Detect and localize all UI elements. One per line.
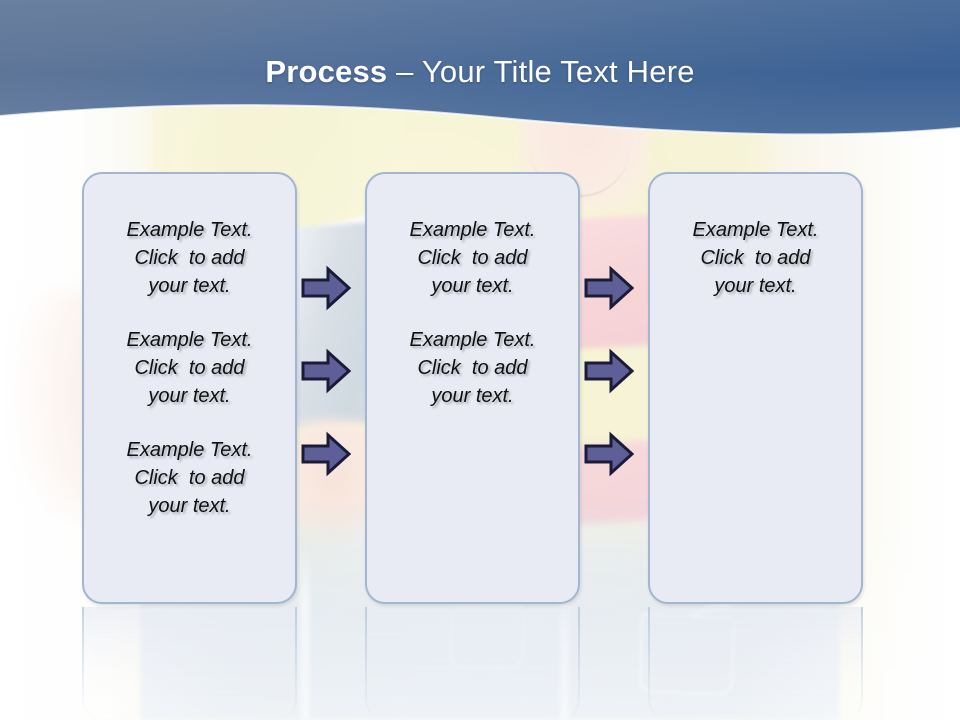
arrow-right-icon-2-2[interactable] (583, 348, 635, 394)
process-box-1[interactable]: Example Text. Click to add your text. Ex… (82, 172, 297, 604)
process-box-3-body: Example Text. Click to add your text. (650, 174, 861, 300)
process-box-3[interactable]: Example Text. Click to add your text. (648, 172, 863, 604)
process-box-1-body: Example Text. Click to add your text. Ex… (84, 174, 295, 520)
process-box-2[interactable]: Example Text. Click to add your text. Ex… (365, 172, 580, 604)
process-box-2-body: Example Text. Click to add your text. Ex… (367, 174, 578, 410)
page-title-rest: – Your Title Text Here (387, 54, 695, 89)
process-box-2-paragraph-1[interactable]: Example Text. Click to add your text. (409, 219, 536, 297)
title-banner (0, 0, 960, 150)
arrow-right-icon-1-1[interactable] (300, 265, 352, 311)
arrow-right-icon-2-1[interactable] (583, 265, 635, 311)
arrow-right-icon-1-2[interactable] (300, 348, 352, 394)
reflection-box-2 (365, 607, 580, 720)
page-title: Process – Your Title Text Here (0, 52, 960, 92)
reflection-box-3 (648, 607, 863, 720)
page-title-bold: Process (265, 54, 388, 89)
arrow-right-icon-2-3[interactable] (583, 431, 635, 477)
process-box-2-paragraph-2[interactable]: Example Text. Click to add your text. (409, 329, 536, 407)
process-box-3-paragraph-1[interactable]: Example Text. Click to add your text. (692, 219, 819, 297)
arrow-right-icon-1-3[interactable] (300, 431, 352, 477)
process-box-1-paragraph-2[interactable]: Example Text. Click to add your text. (126, 329, 253, 407)
process-box-1-paragraph-3[interactable]: Example Text. Click to add your text. (126, 439, 253, 517)
reflection-box-1 (82, 607, 297, 720)
process-box-1-paragraph-1[interactable]: Example Text. Click to add your text. (126, 219, 253, 297)
